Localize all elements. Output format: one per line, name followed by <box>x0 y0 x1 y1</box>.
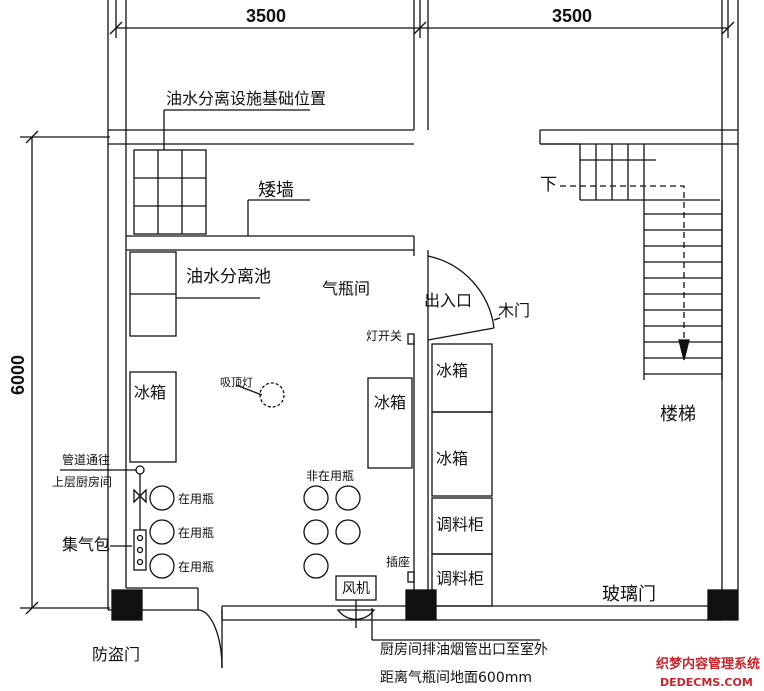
label-wooden-door: 木门 <box>498 301 530 320</box>
label-stairs-down: 下 <box>540 175 557 195</box>
socket-shape <box>407 571 415 583</box>
label-cylinder-in-use-2: 在用瓶 <box>178 526 214 540</box>
gas-manifold <box>60 465 147 571</box>
anti-theft-door <box>197 588 223 669</box>
oil-water-foundation-grid <box>133 109 310 236</box>
watermark-line2: DEDECMS.COM <box>660 676 753 689</box>
label-pipe-note-1: 管道通往 <box>62 452 110 467</box>
label-fridge-right-2: 冰箱 <box>436 449 468 468</box>
light-switch-shape <box>407 333 415 345</box>
label-cylinder-in-use-1: 在用瓶 <box>178 492 214 506</box>
label-socket: 插座 <box>386 554 410 569</box>
leader-lines <box>176 297 540 641</box>
label-fridge-left: 冰箱 <box>134 383 166 402</box>
label-fridge-right-1: 冰箱 <box>436 361 468 380</box>
cylinders-in-use <box>149 485 175 579</box>
fan <box>335 575 377 628</box>
oil-water-tank <box>129 251 177 337</box>
label-cylinder-in-use-3: 在用瓶 <box>178 560 214 574</box>
label-exhaust-note-2: 距离气瓶间地面600mm <box>380 669 532 686</box>
columns <box>111 589 739 621</box>
label-oil-water-foundation: 油水分离设施基础位置 <box>166 89 326 108</box>
dimension-lines <box>20 0 735 615</box>
fridge-left-shape <box>129 371 177 463</box>
labels: 3500 3500 6000 油水分离设施基础位置 矮墙 油水分离池 气瓶间 出… <box>8 6 696 686</box>
entrance-door <box>427 255 495 341</box>
label-light-switch: 灯开关 <box>366 329 402 343</box>
label-anti-theft-door: 防盗门 <box>92 645 140 664</box>
ceiling-light-shape <box>259 382 285 408</box>
fridge-right-2-shape <box>431 411 493 497</box>
label-spice-cabinet-2: 调料柜 <box>436 569 484 588</box>
label-oil-water-tank: 油水分离池 <box>186 267 271 287</box>
dim-left-width: 3500 <box>246 6 286 26</box>
cylinders-idle <box>303 485 361 579</box>
watermark-line1: 织梦内容管理系统 <box>656 656 760 672</box>
watermark: 织梦内容管理系统 DEDECMS.COM <box>656 656 760 689</box>
label-exhaust-note-1: 厨房间排油烟管出口至室外 <box>380 641 548 658</box>
spice-cabinet-2-shape <box>431 553 493 607</box>
fridge-center-shape <box>367 377 413 469</box>
label-spice-cabinet-1: 调料柜 <box>436 515 484 534</box>
label-fan: 风机 <box>342 581 370 597</box>
label-gas-manifold: 集气包 <box>62 535 110 554</box>
dim-height: 6000 <box>8 355 28 395</box>
dim-right-width: 3500 <box>552 6 592 26</box>
label-pipe-note-2: 上层厨房间 <box>52 474 112 489</box>
label-ceiling-light: 吸顶灯 <box>220 376 253 389</box>
label-stairs: 楼梯 <box>660 404 696 425</box>
label-low-wall: 矮墙 <box>258 180 294 201</box>
label-fridge-center: 冰箱 <box>374 393 406 412</box>
label-gas-room: 气瓶间 <box>322 279 370 298</box>
stairs-shape <box>540 143 723 380</box>
label-glass-door: 玻璃门 <box>602 584 656 605</box>
label-entrance: 出入口 <box>424 291 472 310</box>
label-cylinders-idle: 非在用瓶 <box>306 469 354 483</box>
